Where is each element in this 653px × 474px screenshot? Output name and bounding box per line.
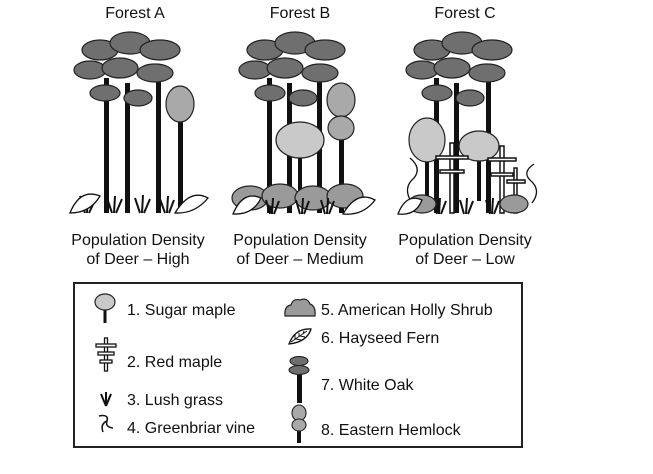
legend-item-5-label: 5. American Holly Shrub xyxy=(321,302,493,320)
forest-a-title: Forest A xyxy=(55,5,215,23)
sugar-maple-icon xyxy=(93,292,117,324)
forest-b-caption: Population Density of Deer – Medium xyxy=(220,231,380,269)
red-maple-icon xyxy=(93,336,119,372)
legend-item-4-label: 4. Greenbriar vine xyxy=(127,420,255,438)
forest-a-caption-line2: of Deer – High xyxy=(58,250,218,269)
legend-item-8-label: 8. Eastern Hemlock xyxy=(321,422,461,440)
forest-b-caption-line1: Population Density xyxy=(220,231,380,250)
forest-b-caption-line2: of Deer – Medium xyxy=(220,250,380,269)
forest-a-caption-line1: Population Density xyxy=(58,231,218,250)
forest-a-illustration xyxy=(60,28,220,220)
legend-box: 1. Sugar maple 2. Red maple 3. Lush gras… xyxy=(73,282,523,448)
legend-item-6-label: 6. Hayseed Fern xyxy=(321,330,439,348)
holly-shrub-icon xyxy=(283,296,317,318)
forest-c-caption-line2: of Deer – Low xyxy=(385,250,545,269)
legend-item-2-label: 2. Red maple xyxy=(127,354,222,372)
forest-b-title: Forest B xyxy=(220,5,380,23)
legend-item-3-label: 3. Lush grass xyxy=(127,392,223,410)
hayseed-fern-icon xyxy=(287,326,313,346)
legend-item-1-label: 1. Sugar maple xyxy=(127,302,236,320)
forest-b-illustration xyxy=(225,28,385,220)
forest-c-title: Forest C xyxy=(385,5,545,23)
eastern-hemlock-icon xyxy=(289,404,309,444)
lush-grass-icon xyxy=(97,391,115,407)
legend-item-7-label: 7. White Oak xyxy=(321,377,413,395)
forest-c-illustration xyxy=(392,28,552,220)
forest-a-caption: Population Density of Deer – High xyxy=(58,231,218,269)
greenbriar-vine-icon xyxy=(95,412,117,436)
forest-c-caption-line1: Population Density xyxy=(385,231,545,250)
white-oak-icon xyxy=(287,356,311,404)
forest-c-caption: Population Density of Deer – Low xyxy=(385,231,545,269)
